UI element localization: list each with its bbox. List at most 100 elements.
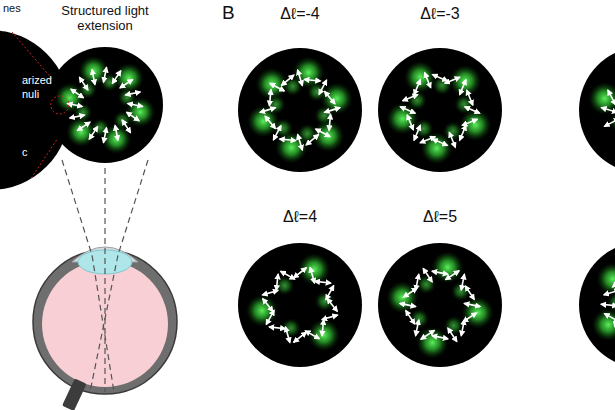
- polarization-arrow: [420, 137, 435, 143]
- polarization-arrow: [265, 116, 275, 128]
- polarization-arrow: [281, 75, 293, 85]
- intensity-lobe: [432, 251, 464, 283]
- polarization-arrow: [467, 90, 473, 105]
- polarization-arrow: [298, 135, 303, 150]
- beam-disc: [378, 48, 502, 172]
- polarization-arrow: [449, 132, 455, 147]
- polarization-arrow: [465, 286, 474, 299]
- intensity-lobe: [298, 253, 330, 285]
- polarization-arrow: [601, 304, 615, 306]
- polarization-arrow: [112, 71, 120, 84]
- polarization-arrow: [461, 320, 464, 336]
- polarization-arrow: [305, 331, 319, 339]
- polarization-arrow: [614, 322, 615, 335]
- polarization-arrow: [326, 286, 334, 300]
- beam-disc: [238, 243, 362, 367]
- intensity-lobe: [454, 94, 474, 114]
- zoom-marker: [51, 96, 69, 114]
- intensity-lobe: [404, 61, 436, 93]
- beam-disc: [378, 243, 502, 367]
- polarization-arrow: [460, 80, 466, 95]
- beam-profile: Δℓ=-4: [238, 5, 362, 172]
- inset-label: nes: [3, 2, 21, 14]
- polarization-arrow: [115, 125, 118, 140]
- beam-image: [378, 243, 502, 367]
- polarization-arrow: [77, 122, 90, 130]
- polarization-arrow: [400, 107, 415, 113]
- beam-image: [238, 243, 362, 367]
- polarization-arrow: [122, 120, 130, 133]
- polarization-arrow: [601, 108, 615, 113]
- panel-letter: B: [222, 2, 235, 24]
- beam-image: [238, 48, 362, 172]
- polarization-arrow: [269, 90, 270, 106]
- polarization-arrow: [432, 271, 448, 274]
- polarization-arrow: [89, 127, 97, 140]
- polarization-arrow: [416, 320, 419, 336]
- polarization-arrow: [285, 327, 289, 343]
- polarization-arrow: [406, 311, 415, 324]
- panel-heading: Δℓ=4: [238, 208, 362, 226]
- polarization-arrow: [104, 128, 107, 143]
- polarization-arrow: [604, 119, 615, 127]
- polarization-arrow: [294, 332, 307, 342]
- intensity-lobe: [407, 90, 427, 110]
- intensity-lobe: [409, 309, 429, 329]
- polarization-arrow: [315, 281, 331, 283]
- intensity-lobe: [451, 281, 471, 301]
- polarization-arrow: [446, 271, 459, 280]
- polarization-arrow: [269, 327, 285, 329]
- intensity-lobe: [449, 65, 481, 97]
- beam-disc: [238, 48, 362, 172]
- intensity-lobe: [596, 263, 615, 296]
- polarization-arrow: [120, 80, 133, 88]
- polarization-arrow: [460, 125, 466, 140]
- inset-label: nuli: [22, 88, 39, 100]
- intensity-lobe: [588, 82, 615, 115]
- light-ray: [104, 168, 105, 392]
- polarization-arrow: [127, 112, 140, 120]
- polarization-arrow: [327, 299, 337, 312]
- beam-disc: [47, 47, 163, 163]
- polarization-arrow: [445, 77, 460, 83]
- polarization-arrow: [433, 75, 448, 81]
- polarization-arrow: [414, 80, 420, 95]
- intensity-lobe: [246, 295, 278, 327]
- polarization-arrow: [260, 108, 275, 113]
- polarization-arrow: [71, 89, 84, 97]
- polarization-arrow: [276, 274, 278, 290]
- intensity-lobe: [614, 131, 615, 164]
- light-ray: [62, 160, 114, 392]
- polarization-arrow: [464, 303, 480, 306]
- polarization-arrow: [407, 115, 413, 130]
- beam-profile: Δℓ=4: [238, 208, 362, 367]
- polarization-arrow: [322, 315, 338, 319]
- beam-profile: Structured light extension: [47, 3, 163, 163]
- light-ray: [90, 160, 148, 392]
- polarization-arrow: [462, 119, 477, 125]
- polarization-arrow: [262, 290, 278, 294]
- polarization-arrow: [304, 79, 320, 80]
- polarization-arrow: [612, 277, 615, 287]
- panel-heading: Δℓ=5: [378, 208, 502, 226]
- polarization-arrow: [310, 267, 314, 283]
- polarization-arrow: [67, 104, 82, 107]
- polarization-arrow: [432, 336, 448, 339]
- beam-disc: [579, 47, 615, 173]
- polarization-arrow: [128, 104, 143, 107]
- polarization-arrow: [608, 90, 615, 104]
- inset-label: arized: [22, 74, 52, 86]
- inset-label: c: [22, 146, 28, 158]
- polarization-arrow: [425, 73, 431, 88]
- polarization-arrow: [403, 95, 418, 101]
- polarization-arrow: [414, 125, 420, 140]
- polarization-arrow: [325, 108, 340, 113]
- polarization-arrow: [400, 303, 416, 306]
- polarization-arrow: [266, 310, 274, 324]
- intensity-lobe: [607, 292, 615, 312]
- beam-profile: Δℓ=5: [378, 208, 502, 367]
- intensity-lobe: [432, 75, 452, 95]
- panel-heading: Δℓ=-4: [238, 5, 362, 23]
- polarization-arrow: [448, 328, 457, 341]
